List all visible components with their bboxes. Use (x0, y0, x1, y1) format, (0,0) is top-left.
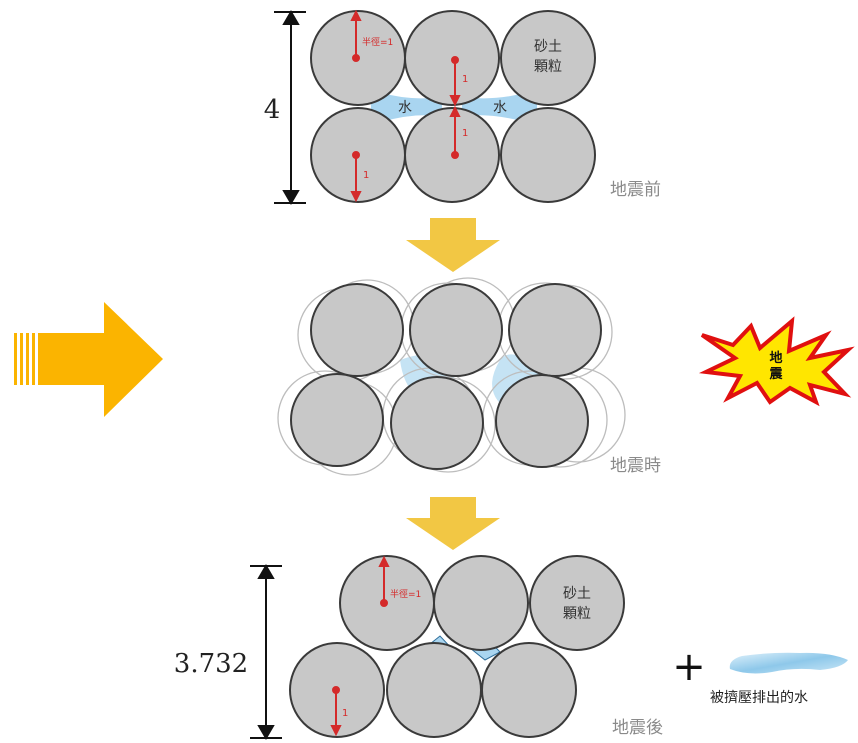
grain (495, 374, 589, 468)
stage-before: 水 水 砂土 顆粒 半徑=1 1 1 1 (264, 9, 661, 205)
grain (433, 555, 529, 651)
height-bracket-before (274, 10, 306, 205)
earthquake-burst-icon (698, 316, 855, 407)
radius-note: 半徑=1 (362, 36, 393, 48)
grain (500, 107, 596, 203)
earthquake-label-line2: 震 (768, 367, 783, 382)
grain-label-line1: 砂土 (563, 586, 591, 602)
grain-label-line1: 砂土 (534, 39, 562, 55)
grain (310, 283, 404, 377)
grain-label-line2: 顆粒 (563, 606, 591, 622)
down-arrow-2 (406, 497, 500, 550)
unit-label-a: 1 (342, 708, 348, 719)
water-splash-icon (729, 652, 848, 674)
water-label-left: 水 (398, 100, 412, 116)
stage-after: 砂土 顆粒 半徑=1 1 3.732 地震後 + 被擠壓排出的水 (174, 555, 848, 740)
water-label-right: 水 (493, 100, 507, 116)
unit-label-b: 1 (462, 128, 468, 139)
grain-label-line2: 顆粒 (534, 59, 562, 75)
earthquake-label-line1: 地 (769, 350, 782, 366)
grain (290, 373, 384, 467)
grain (529, 555, 625, 651)
expelled-water-label: 被擠壓排出的水 (710, 690, 808, 706)
grain (481, 642, 577, 738)
unit-label-a: 1 (462, 74, 468, 85)
grain (390, 376, 484, 470)
height-bracket-after (250, 564, 282, 740)
unit-label-c: 1 (363, 170, 369, 181)
grain (386, 642, 482, 738)
down-arrow-1 (406, 218, 500, 272)
caption-after: 地震後 (612, 718, 663, 738)
grains-after (289, 555, 625, 738)
radius-markers-before (350, 9, 461, 203)
height-value-after: 3.732 (174, 649, 248, 679)
radius-markers-after (330, 555, 390, 737)
caption-before: 地震前 (610, 180, 661, 200)
grain (508, 283, 602, 377)
grains-during (290, 283, 602, 470)
grain (409, 283, 503, 377)
stage-during: 地震時 (277, 277, 661, 476)
height-value-before: 4 (264, 95, 281, 125)
caption-during: 地震時 (610, 456, 661, 476)
side-arrow (14, 302, 163, 417)
radius-note: 半徑=1 (390, 588, 421, 600)
grain (500, 10, 596, 106)
plus-sign: + (672, 644, 706, 690)
